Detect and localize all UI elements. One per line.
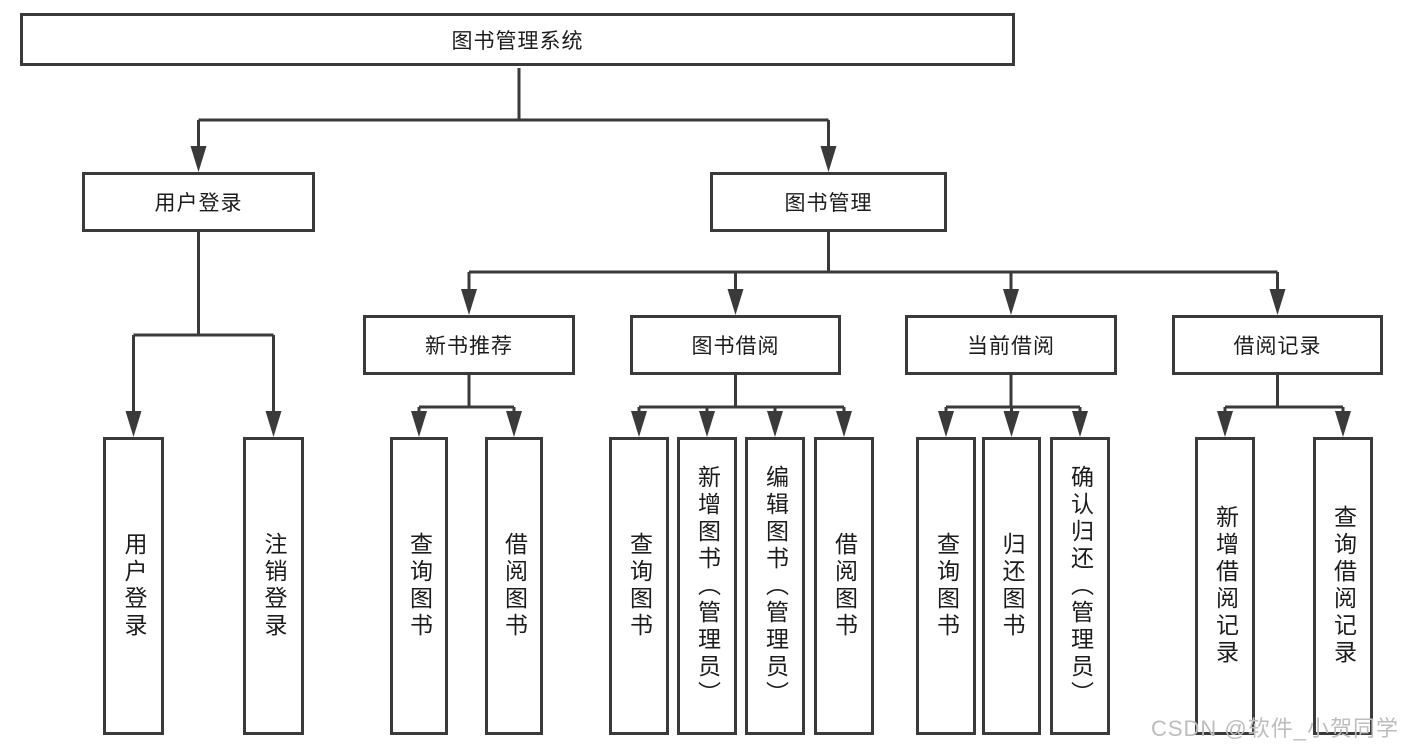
arrowhead [1217, 411, 1233, 437]
leaf-label: 新增图书（管理员） [694, 464, 721, 708]
node-book-management: 图书管理 [710, 172, 947, 232]
node-user-login: 用户登录 [82, 172, 315, 232]
node-leaf-query-books: 查询图书 [609, 437, 669, 735]
node-leaf-query-books: 查询图书 [390, 437, 448, 735]
leaf-label: 借阅图书 [831, 532, 858, 640]
node-leaf-return-books: 归还图书 [982, 437, 1041, 735]
leaf-label: 注销登录 [261, 532, 287, 640]
arrowhead [836, 411, 852, 437]
arrowhead [1072, 411, 1088, 437]
node-leaf-borrow-books: 借阅图书 [814, 437, 874, 735]
arrowhead [265, 411, 282, 437]
node-leaf-add-borrow-record: 新增借阅记录 [1195, 437, 1255, 735]
connector-newbook-leaves [417, 375, 516, 414]
arrowhead [1269, 289, 1286, 315]
node-leaf-query-borrow-record: 查询借阅记录 [1313, 437, 1373, 735]
node-leaf-logout: 注销登录 [243, 437, 304, 735]
node-leaf-borrow-books: 借阅图书 [485, 437, 543, 735]
leaf-label: 查询图书 [406, 532, 433, 640]
arrowhead [699, 411, 715, 437]
connector-borrowrecords-leaves [1223, 375, 1345, 414]
arrowhead [631, 411, 647, 437]
leaf-label: 编辑图书（管理员） [762, 464, 789, 708]
node-leaf-user-login: 用户登录 [103, 437, 164, 735]
node-leaf-query-books: 查询图书 [916, 437, 976, 735]
arrowhead [411, 411, 427, 437]
node-leaf-add-books-admin: 新增图书（管理员） [677, 437, 737, 735]
leaf-label: 查询借阅记录 [1330, 505, 1357, 667]
arrowhead [820, 146, 837, 172]
arrowhead [461, 289, 477, 315]
arrowhead [125, 411, 142, 437]
node-book-borrow: 图书借阅 [630, 315, 841, 375]
connector-bookmgmt-l3 [467, 232, 1279, 291]
arrowhead [1003, 411, 1020, 437]
connector-root-l2 [197, 68, 830, 148]
connector-userlogin-leaves [132, 232, 275, 413]
arrowhead [1003, 289, 1019, 315]
node-library-management-system: 图书管理系统 [20, 13, 1015, 66]
arrowhead [727, 289, 744, 315]
leaf-label: 借阅图书 [501, 532, 528, 640]
node-current-borrow: 当前借阅 [905, 315, 1117, 375]
leaf-label: 查询图书 [933, 532, 960, 640]
node-leaf-edit-books-admin: 编辑图书（管理员） [745, 437, 805, 735]
leaf-label: 查询图书 [626, 532, 653, 640]
arrowhead [190, 146, 207, 172]
arrowhead [767, 411, 783, 437]
node-leaf-confirm-return-admin: 确认归还（管理员） [1050, 437, 1110, 735]
arrowhead [1335, 411, 1351, 437]
node-borrow-records: 借阅记录 [1172, 315, 1383, 375]
arrowhead [506, 411, 522, 437]
leaf-label: 确认归还（管理员） [1067, 464, 1094, 708]
connector-currentborrow-leaves [944, 375, 1082, 414]
csdn-watermark: CSDN @软件_小贺同学 [1150, 716, 1399, 741]
leaf-label: 用户登录 [121, 532, 147, 640]
leaf-label: 归还图书 [999, 532, 1025, 640]
connector-bookborrow-leaves [637, 375, 846, 414]
node-new-book-recommend: 新书推荐 [363, 315, 575, 375]
arrowhead [938, 411, 954, 437]
leaf-label: 新增借阅记录 [1212, 505, 1239, 667]
